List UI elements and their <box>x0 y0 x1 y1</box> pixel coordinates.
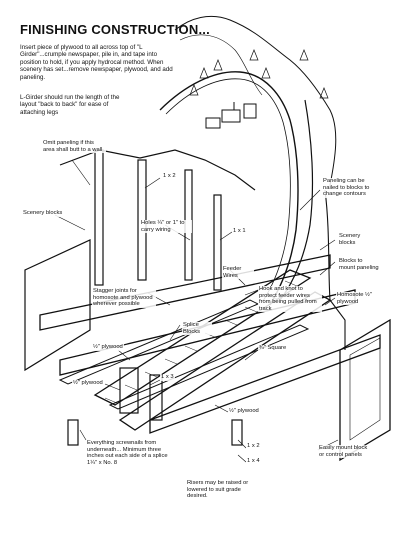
label-scenery-blocks-left: Scenery blocks <box>22 210 64 217</box>
label-stagger: Stagger joints for homosote and plywood … <box>92 288 156 308</box>
label-homosote: Homosote ½" plywood <box>336 292 386 306</box>
label-holes: Holes ¼" or 1" to carry wiring <box>140 220 192 234</box>
label-easily-mount: Easily mount block or control panels <box>318 445 370 459</box>
mountain-outline <box>174 15 337 186</box>
label-1x3: 1 x 3 <box>160 374 175 381</box>
label-splice-blocks: Splice Blocks <box>182 322 212 336</box>
label-paneling-can: Paneling can be nailed to blocks to chan… <box>322 178 374 198</box>
lower-track-curve <box>279 99 314 301</box>
left-end-panel <box>24 239 91 372</box>
joists <box>58 299 310 410</box>
intro-paragraph-1: Insert piece of plywood to all across to… <box>20 44 173 81</box>
intro-paragraph-2: L-Girder should run the length of the la… <box>20 94 120 116</box>
building <box>221 109 241 123</box>
splice-block <box>119 367 139 414</box>
label-1x4: 1 x 4 <box>246 458 261 465</box>
control-panel <box>339 318 391 462</box>
right-paneling <box>324 189 346 350</box>
label-half-plywood-3: ½" plywood <box>228 408 260 415</box>
label-half-plywood-2: ½" plywood <box>72 380 104 387</box>
front-leg <box>67 419 79 446</box>
upper-track <box>159 71 299 306</box>
label-1x1: 1 x 1 <box>232 228 247 235</box>
label-scenery-blocks-right: Scenery blocks <box>338 233 374 247</box>
label-1x2-bottom: 1 x 2 <box>246 443 261 450</box>
label-blocks-mount: Blocks to mount paneling <box>338 258 380 272</box>
label-omit-paneling: Omit paneling if this area shall butt to… <box>42 140 106 154</box>
label-hook-knot: Hook and knot to protect feeder wires fr… <box>258 286 322 313</box>
label-risers: Risers may be raised or lowered to suit … <box>186 480 256 500</box>
label-half-plywood-1: ½" plywood <box>92 344 124 351</box>
mountain-ridge <box>179 34 263 96</box>
label-1x2-top: 1 x 2 <box>162 173 177 180</box>
label-feeder-wires: Feeder Wires <box>222 266 254 280</box>
label-three-quarter-square: ¾" Square <box>258 345 288 352</box>
trees <box>189 49 329 99</box>
page-title: FINISHING CONSTRUCTION... <box>20 22 210 37</box>
label-everything-screwnails: Everything screwnails from underneath...… <box>86 440 170 467</box>
